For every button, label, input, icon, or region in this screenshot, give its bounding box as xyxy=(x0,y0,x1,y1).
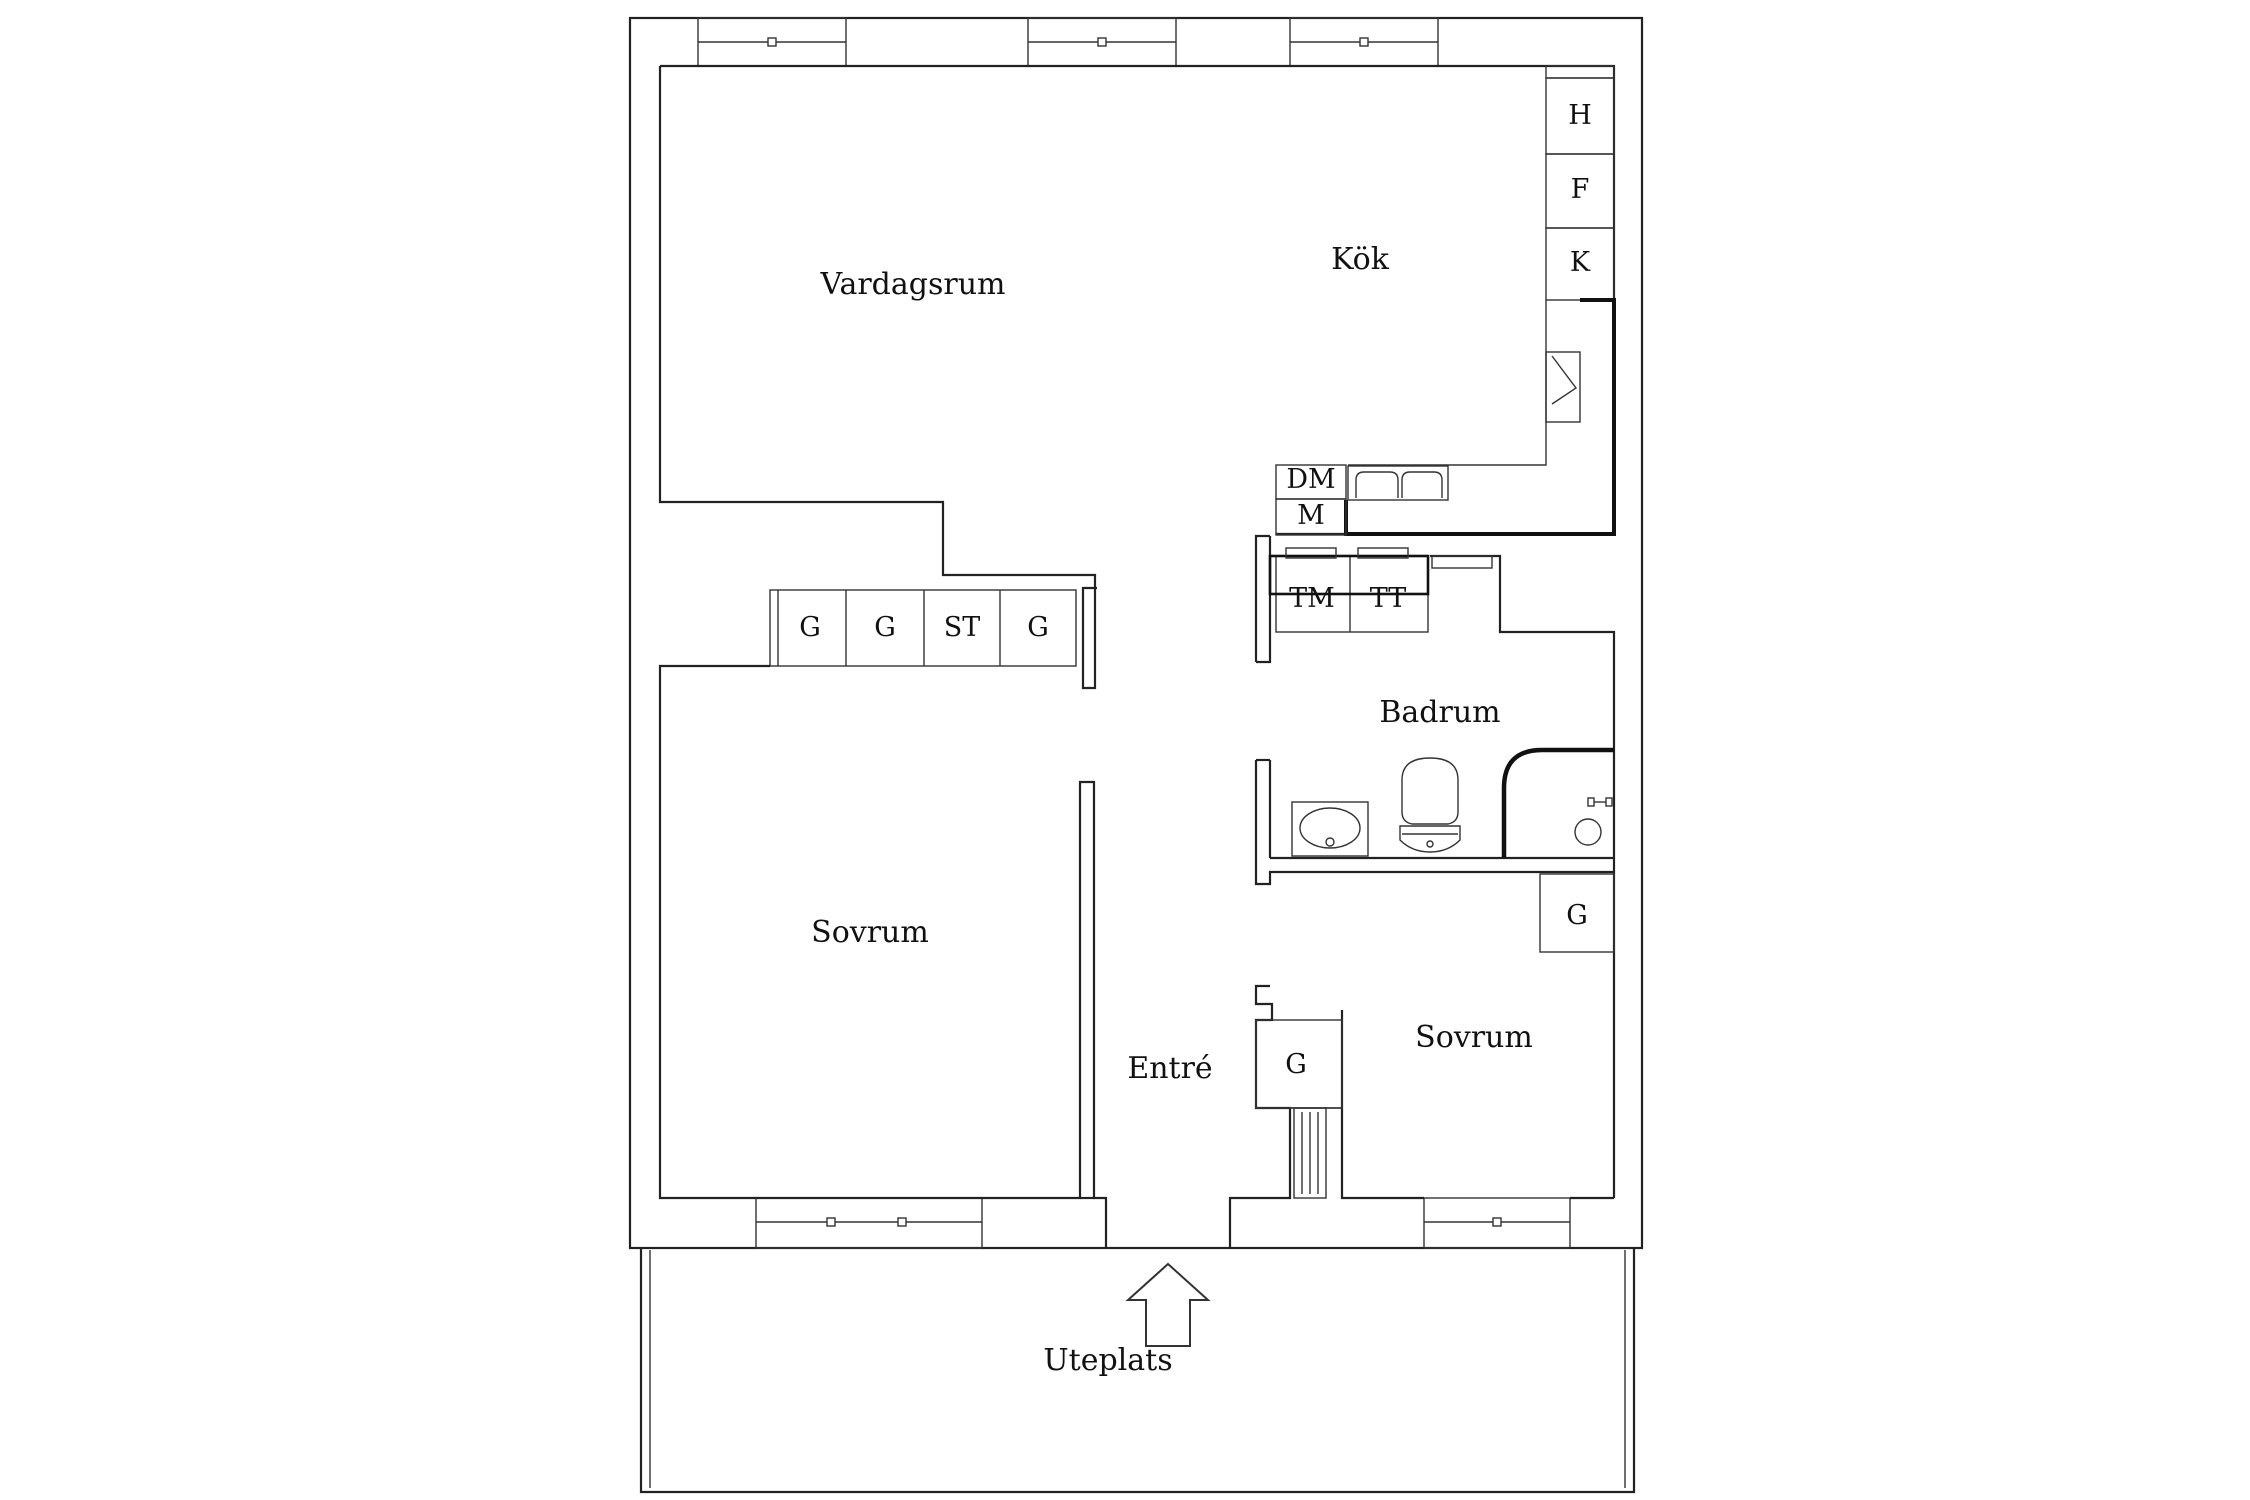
fixture-label-freezer: K xyxy=(1570,247,1591,278)
windows-bottom xyxy=(755,1197,1571,1249)
room-label-kok: Kök xyxy=(1331,242,1390,277)
entrance-arrow-icon xyxy=(1125,1262,1211,1347)
toilet-icon xyxy=(1399,757,1461,853)
room-label-badrum: Badrum xyxy=(1379,695,1500,730)
outer-walls xyxy=(628,16,1644,1494)
fixture-label-storage: ST xyxy=(944,612,981,643)
fixture-label-washer: TM xyxy=(1289,583,1335,614)
windows-top xyxy=(697,17,1439,67)
microwave-cabinet xyxy=(1275,498,1347,536)
left-bedroom-walls xyxy=(658,664,1108,1248)
washbasin-icon xyxy=(1291,801,1369,857)
shower-icon xyxy=(1501,747,1614,858)
room-label-vardagsrum: Vardagsrum xyxy=(820,267,1006,302)
room-label-entre: Entré xyxy=(1127,1051,1212,1086)
fixture-label-wardrobe-2: G xyxy=(874,612,896,643)
fixture-label-wardrobe-3: G xyxy=(1027,612,1049,643)
fixture-label-wardrobe-bedroom: G xyxy=(1566,900,1588,931)
kitchen-sink-icon xyxy=(1347,465,1449,501)
room-label-uteplats: Uteplats xyxy=(1043,1343,1172,1378)
kitchen-appliances xyxy=(1275,65,1616,536)
fixture-label-hood: H xyxy=(1568,100,1592,131)
hall-wardrobes xyxy=(769,589,1077,667)
bathroom-fixtures xyxy=(1291,747,1614,858)
room-label-sovrum-left: Sovrum xyxy=(811,915,929,950)
bathroom-walls xyxy=(1254,534,1616,953)
fixture-label-wardrobe-entry: G xyxy=(1285,1049,1307,1080)
fixture-label-fridge: F xyxy=(1571,174,1590,205)
fixture-label-wardrobe-1: G xyxy=(799,612,821,643)
fixture-label-microwave: M xyxy=(1297,500,1325,531)
fixture-label-dishwasher: DM xyxy=(1286,464,1335,495)
fixture-label-dryer: TT xyxy=(1370,583,1407,614)
room-label-sovrum-right: Sovrum xyxy=(1415,1020,1533,1055)
living-kitchen-walls xyxy=(658,64,1616,690)
